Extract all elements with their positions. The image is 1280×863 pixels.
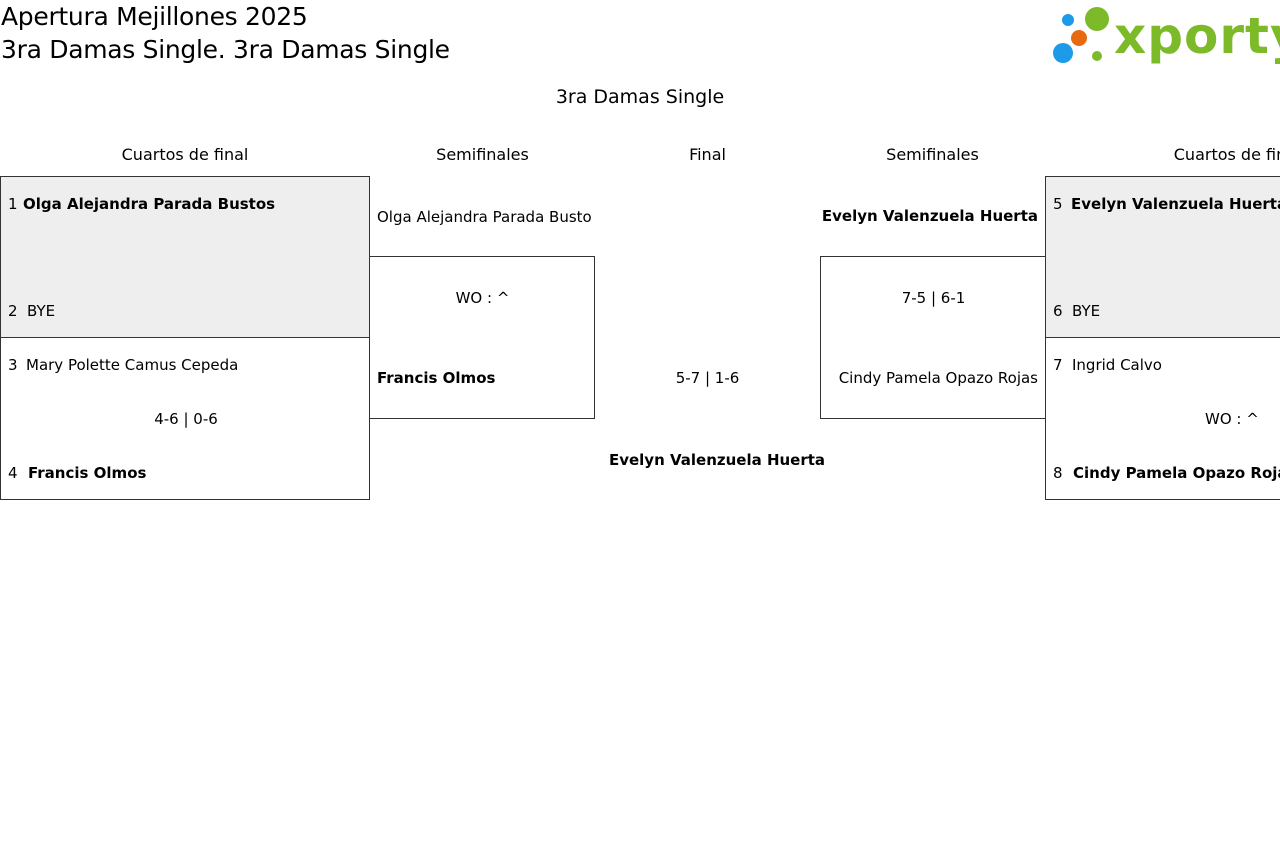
final-score: 5-7 | 1-6 (675, 369, 740, 387)
player-name: BYE (1072, 302, 1101, 320)
seed-number: 4 (8, 464, 18, 482)
player-name[interactable]: Cindy Pamela Opazo Rojas (838, 369, 1038, 387)
draw-title: 3ra Damas Single (555, 86, 725, 108)
match-box-left-sf: WO : ^ Francis Olmos (369, 256, 595, 419)
round-header-left-sf: Semifinales (436, 145, 529, 164)
player-name[interactable]: Mary Polette Camus Cepeda (26, 356, 239, 374)
seed-number: 5 (1053, 195, 1063, 213)
match-score: WO : ^ (1205, 410, 1259, 428)
match-score: WO : ^ (455, 289, 510, 307)
match-score: 4-6 | 0-6 (154, 410, 218, 428)
logo-dots-icon (1053, 7, 1109, 63)
xporty-logo: xporty (1052, 4, 1280, 68)
player-name[interactable]: Cindy Pamela Opazo Rojas (1073, 464, 1280, 482)
seed-number: 3 (8, 356, 18, 374)
match-score: 7-5 | 6-1 (901, 289, 966, 307)
player-name[interactable]: Ingrid Calvo (1072, 356, 1162, 374)
seed-number: 7 (1053, 356, 1063, 374)
seed-number: 1 (8, 195, 18, 213)
champion-name[interactable]: Evelyn Valenzuela Huerta (608, 451, 826, 469)
logo-wordmark: xporty (1114, 7, 1280, 65)
seed-number: 8 (1053, 464, 1063, 482)
round-header-left-qf: Cuartos de final (121, 145, 249, 164)
match-box-right-qf-1: 5 Evelyn Valenzuela Huerta 6 BYE (1045, 176, 1280, 338)
player-name[interactable]: Francis Olmos (377, 369, 496, 387)
player-name[interactable]: Evelyn Valenzuela Huerta (1071, 195, 1280, 213)
match-box-right-sf: 7-5 | 6-1 Cindy Pamela Opazo Rojas (820, 256, 1046, 419)
round-header-right-qf: Cuartos de fin (1173, 145, 1280, 164)
match-box-left-qf-2: 3 Mary Polette Camus Cepeda 4-6 | 0-6 4 … (0, 337, 370, 500)
player-name[interactable]: Evelyn Valenzuela Huerta (821, 207, 1038, 225)
player-name[interactable]: Olga Alejandra Parada Bustos (23, 195, 276, 213)
seed-number: 2 (8, 302, 18, 320)
match-box-left-qf-1: 1 Olga Alejandra Parada Bustos 2 BYE (0, 176, 370, 338)
match-box-right-qf-2: 7 Ingrid Calvo WO : ^ 8 Cindy Pamela Opa… (1045, 337, 1280, 500)
player-name: BYE (27, 302, 56, 320)
round-header-right-sf: Semifinales (886, 145, 979, 164)
player-name[interactable]: Olga Alejandra Parada Busto (377, 208, 592, 226)
round-header-final: Final (689, 145, 726, 164)
category-title: 3ra Damas Single. 3ra Damas Single (1, 35, 450, 64)
player-name[interactable]: Francis Olmos (28, 464, 147, 482)
seed-number: 6 (1053, 302, 1063, 320)
tournament-title: Apertura Mejillones 2025 (1, 2, 308, 31)
